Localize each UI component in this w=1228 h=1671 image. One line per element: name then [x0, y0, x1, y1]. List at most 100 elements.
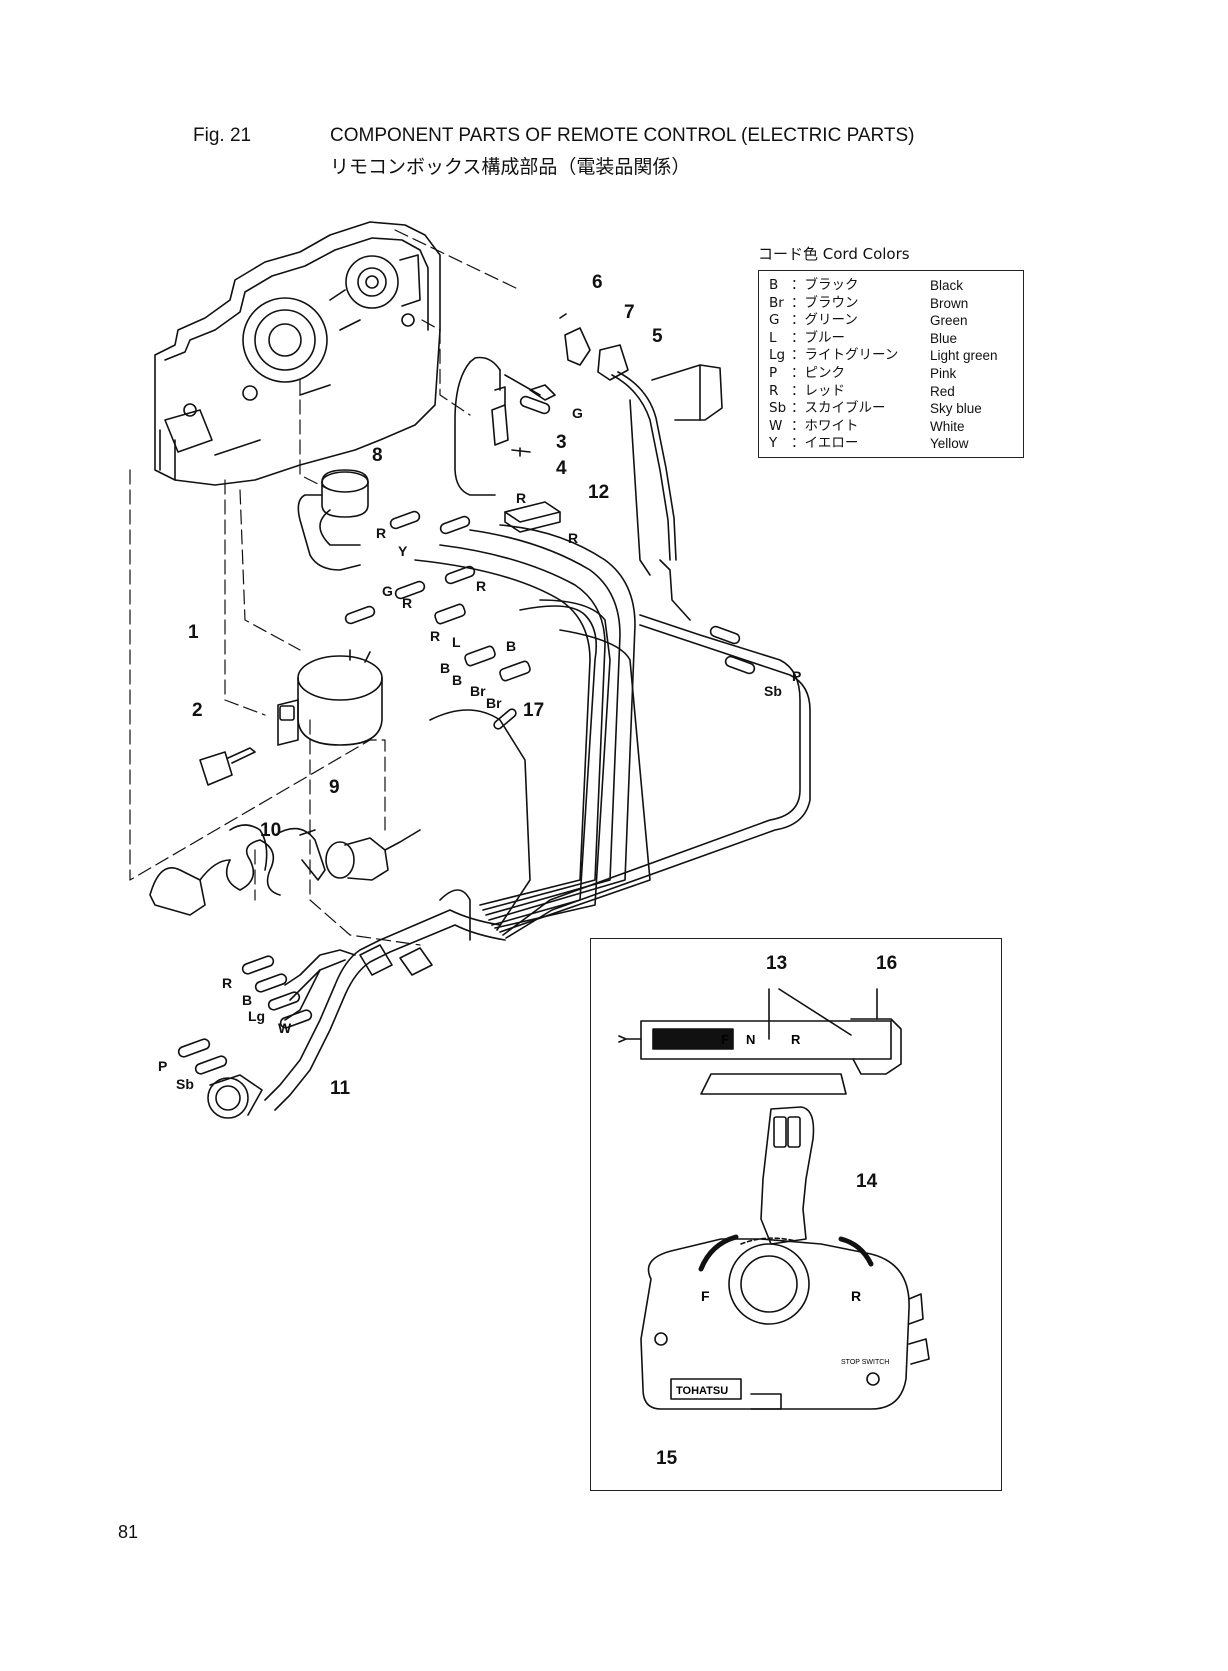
brand-logo-text: TOHATSU: [676, 1385, 728, 1397]
callout-15: 15: [656, 1448, 678, 1469]
callout-3: 3: [556, 432, 567, 453]
legend-japanese: ：ピンク: [791, 364, 845, 381]
legend-code: W: [769, 417, 783, 434]
wire-label-g: G: [382, 583, 393, 599]
legend-english: Red: [930, 383, 955, 399]
legend-japanese: ：ブラウン: [791, 294, 859, 311]
wire-label-b: B: [506, 638, 517, 654]
wire-label-r: R: [568, 530, 579, 546]
ignition-switch: [277, 649, 383, 746]
callout-13: 13: [766, 953, 788, 974]
panel-mark-n: N: [746, 1032, 755, 1047]
legend-code: Sb: [769, 400, 787, 417]
callout-8: 8: [372, 445, 383, 466]
legend-english: Blue: [930, 330, 958, 346]
legend-english: Brown: [930, 295, 969, 311]
legend-japanese: ：イエロー: [791, 435, 859, 452]
legend-row: Lg ：ライトグリーン Light green: [769, 347, 1023, 365]
legend-code: B: [769, 277, 779, 293]
legend-row: B ：ブラック Black: [769, 277, 1023, 295]
harness-terminals: [177, 955, 313, 1119]
wire-label-p: P: [792, 668, 802, 684]
wire-label-r: R: [430, 628, 441, 644]
wire-label-b: B: [242, 992, 253, 1008]
wire-label-br: Br: [470, 683, 486, 699]
callout-12: 12: [588, 482, 610, 503]
lanyard-cord: [149, 824, 326, 916]
wire-label-sb: Sb: [764, 683, 782, 699]
legend-english: White: [930, 418, 965, 434]
legend-code: Y: [769, 435, 778, 452]
legend-code: G: [769, 312, 780, 329]
legend-japanese: ：グリーン: [791, 312, 858, 329]
legend-code: P: [769, 364, 778, 381]
wire-label-g: G: [572, 405, 583, 421]
wire-label-r: R: [222, 975, 233, 991]
legend-japanese: ：ホワイト: [791, 417, 859, 434]
callout-11: 11: [330, 1078, 351, 1099]
legend-japanese: ：ライトグリーン: [791, 347, 899, 364]
engine-harness-trunk: [264, 909, 506, 1111]
callout-16: 16: [876, 953, 898, 974]
control-box-housing: [154, 221, 441, 486]
legend-row: Br ：ブラウン Brown: [769, 295, 1023, 313]
wire-label-w: W: [278, 1020, 292, 1036]
callout-4: 4: [556, 458, 567, 479]
callout-1: 1: [188, 622, 199, 643]
wire-label-br: Br: [486, 695, 502, 711]
wire-label-r: R: [476, 578, 487, 594]
callout-9: 9: [329, 777, 340, 798]
wire-label-b: B: [440, 660, 451, 676]
legend-japanese: ：ブラック: [791, 277, 859, 293]
panel-mark-f: F: [721, 1032, 729, 1047]
callout-10: 10: [260, 820, 282, 841]
legend-english: Light green: [930, 348, 998, 364]
legend-english: Pink: [930, 365, 957, 381]
stop-switch-assembly: [559, 313, 723, 621]
wire-label-r: R: [402, 595, 413, 611]
wire-label-y: Y: [398, 543, 408, 559]
callout-6: 6: [592, 272, 603, 293]
wire-label-lg: Lg: [248, 1008, 266, 1024]
lever-mark-f: F: [701, 1288, 710, 1304]
ignition-key: [199, 747, 256, 786]
bullet-connectors: [344, 395, 756, 730]
legend-code: Br: [769, 294, 784, 311]
main-wire-harness: [414, 524, 811, 941]
cord-colors-legend: B ：ブラック Black Br ：ブラウン Brown G ：グリーン Green L：ブ…: [758, 270, 1024, 458]
callout-2: 2: [192, 700, 203, 721]
lever-mark-r: R: [851, 1288, 861, 1304]
wire-label-b: B: [452, 672, 463, 688]
wire-label-r: R: [516, 490, 527, 506]
callout-17: 17: [523, 700, 545, 721]
legend-row: P ：ピンク Pink: [769, 365, 1023, 383]
relay-connector-12: [504, 501, 561, 533]
inset-remote-control: F N R F R TOHATSU STOP SWITCH: [590, 938, 1002, 1491]
callout-7: 7: [624, 302, 635, 323]
lanyard-switch-part: [454, 356, 556, 496]
stop-switch-text: STOP SWITCH: [841, 1359, 889, 1366]
panel-mark-r: R: [791, 1032, 801, 1047]
legend-japanese: ：レッド: [791, 382, 845, 399]
legend-row: W ：ホワイト White: [769, 418, 1023, 436]
legend-english: Green: [930, 313, 968, 329]
wire-label-p: P: [158, 1058, 168, 1074]
wire-label-l: L: [452, 634, 461, 650]
figure-title-english: COMPONENT PARTS OF REMOTE CONTROL (ELECT…: [330, 125, 915, 146]
legend-code: L: [769, 329, 777, 346]
alignment-lines: [129, 229, 521, 946]
wire-label-r: R: [376, 525, 387, 541]
legend-english: Black: [930, 278, 964, 293]
page-number: 81: [118, 1522, 139, 1542]
callout-14: 14: [856, 1171, 878, 1192]
cord-colors-title: コード色 Cord Colors: [758, 245, 910, 263]
legend-japanese: ：スカイブルー: [791, 400, 886, 417]
callout-5: 5: [652, 326, 663, 347]
legend-code: Lg: [769, 347, 786, 364]
buzzer: [297, 469, 369, 571]
